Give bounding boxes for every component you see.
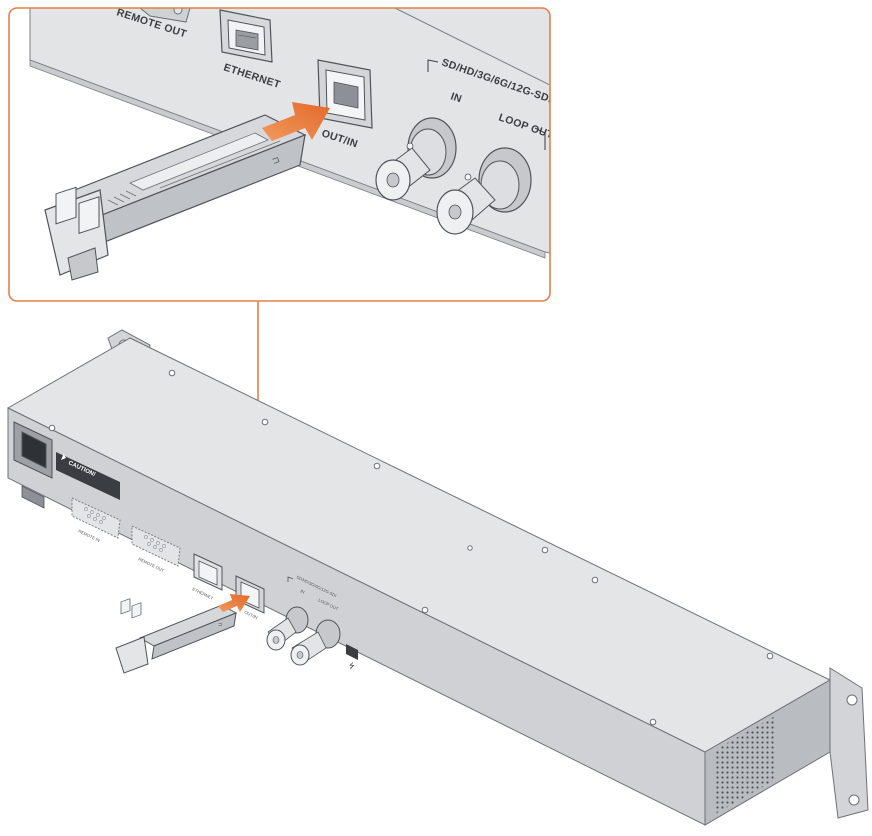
zoom-bnc-in	[375, 117, 457, 201]
zoom-sfp-module: ⊐	[44, 114, 307, 281]
chassis-screws	[48, 369, 774, 726]
power-inlet	[13, 421, 53, 509]
out-in-label: OUT/IN	[244, 609, 259, 620]
zoom-bnc-loop-out	[436, 147, 532, 235]
bnc-in	[266, 606, 309, 651]
chassis-top	[6, 337, 832, 753]
converter-chassis: CAUTION! REMOTE IN REMOTE OUT ETHERNET	[6, 329, 869, 826]
zoom-label-sdi-in: IN	[449, 90, 463, 105]
vent-grille	[715, 716, 775, 814]
usb-icon: ⭍	[349, 662, 355, 670]
ethernet-label: ETHERNET	[192, 586, 215, 601]
usb-port: ⭍	[346, 644, 358, 670]
zoom-callout-border	[8, 7, 551, 302]
sdi-in-label: IN	[300, 588, 306, 594]
zoom-callout: REMOTE OUT ETHERNET OUT/IN SD/HD/3G/6G/1…	[8, 7, 551, 558]
warning-triangle-icon	[61, 454, 66, 460]
zoom-remote-out-port	[138, 8, 191, 23]
sfp-module: ⊐	[115, 598, 238, 674]
zoom-ethernet-port	[219, 9, 273, 63]
svg-text:⊐: ⊐	[271, 154, 282, 166]
bnc-loop-out	[290, 619, 341, 666]
zoom-sfp-cage	[317, 59, 373, 129]
zoom-insert-arrow	[262, 102, 330, 141]
remote-out-label: REMOTE OUT	[138, 556, 166, 573]
insert-arrow	[218, 594, 250, 612]
rack-ear-right	[829, 667, 869, 819]
svg-text:⊐: ⊐	[218, 622, 222, 628]
remote-in-label: REMOTE IN	[78, 528, 101, 543]
